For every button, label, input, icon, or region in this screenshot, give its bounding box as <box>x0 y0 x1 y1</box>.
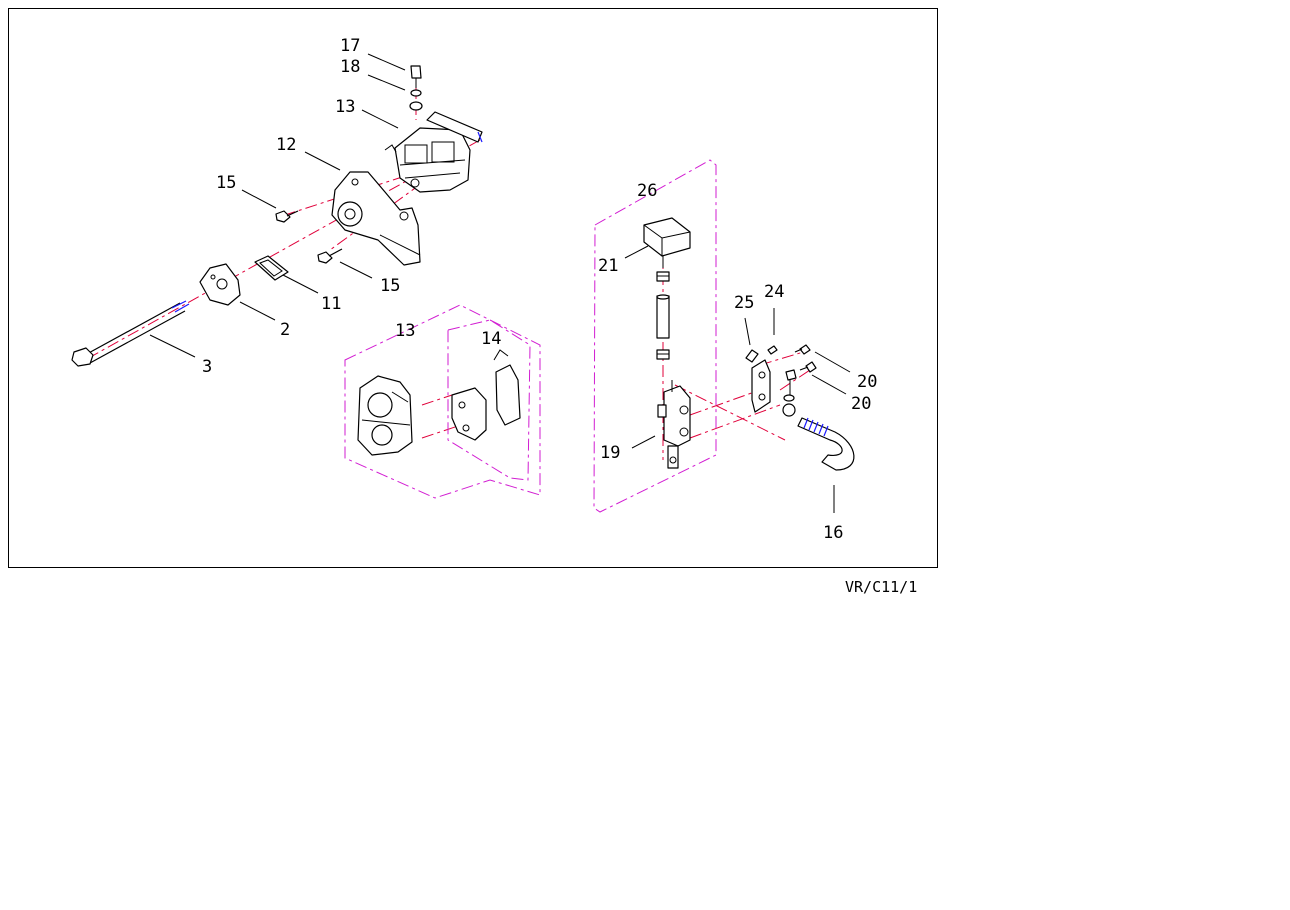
hose-clip-upper <box>656 271 670 282</box>
callout-18: 18 <box>340 57 360 77</box>
callout-13-group: 13 <box>395 321 415 341</box>
holder-bolt-left <box>275 210 299 223</box>
reservoir-cap <box>643 217 691 268</box>
caliper-body <box>357 375 413 456</box>
callout-21: 21 <box>598 256 618 276</box>
reservoir-tube <box>656 294 670 339</box>
callout-16: 16 <box>823 523 843 543</box>
drawing-code: VR/C11/1 <box>845 578 917 596</box>
caliper-holder <box>331 171 421 266</box>
callout-24: 24 <box>764 282 784 302</box>
fitting-washer <box>409 101 423 111</box>
mounting-bracket <box>745 349 771 413</box>
screw-washer <box>410 89 422 97</box>
callout-3: 3 <box>202 357 212 377</box>
callout-15-left: 15 <box>216 173 236 193</box>
callout-17: 17 <box>340 36 360 56</box>
bleed-screw <box>410 65 422 88</box>
diagram-frame <box>8 8 938 568</box>
callouts: 17 18 13 12 15 15 11 2 3 13 14 26 21 19 … <box>202 36 877 543</box>
callout-11: 11 <box>321 294 341 314</box>
axle-bolt <box>71 300 190 367</box>
group-outline-master-cylinder <box>593 159 717 513</box>
mounting-bolt-upper <box>794 344 811 355</box>
callout-2: 2 <box>280 320 290 340</box>
brake-hose <box>797 417 855 471</box>
seal-ring <box>254 255 289 281</box>
hose-clip-lower <box>656 349 670 360</box>
caliper-assembly <box>384 111 483 193</box>
callout-15-right: 15 <box>380 276 400 296</box>
callout-19: 19 <box>600 443 620 463</box>
brake-pads <box>451 349 521 441</box>
callout-14: 14 <box>481 329 501 349</box>
callout-20-lower: 20 <box>851 394 871 414</box>
bracket-plate <box>199 263 241 306</box>
callout-20-upper: 20 <box>857 372 877 392</box>
callout-12: 12 <box>276 135 296 155</box>
holder-bolt-right <box>317 248 343 264</box>
master-cylinder <box>657 380 691 469</box>
callout-13-top: 13 <box>335 97 355 117</box>
bracket-screw <box>767 345 778 355</box>
callout-25: 25 <box>734 293 754 313</box>
banjo-bolt <box>782 369 797 417</box>
leader-lines <box>149 53 851 513</box>
group-outline-caliper-pads <box>344 304 541 499</box>
mounting-bolt-lower <box>799 361 817 373</box>
callout-26: 26 <box>637 181 657 201</box>
